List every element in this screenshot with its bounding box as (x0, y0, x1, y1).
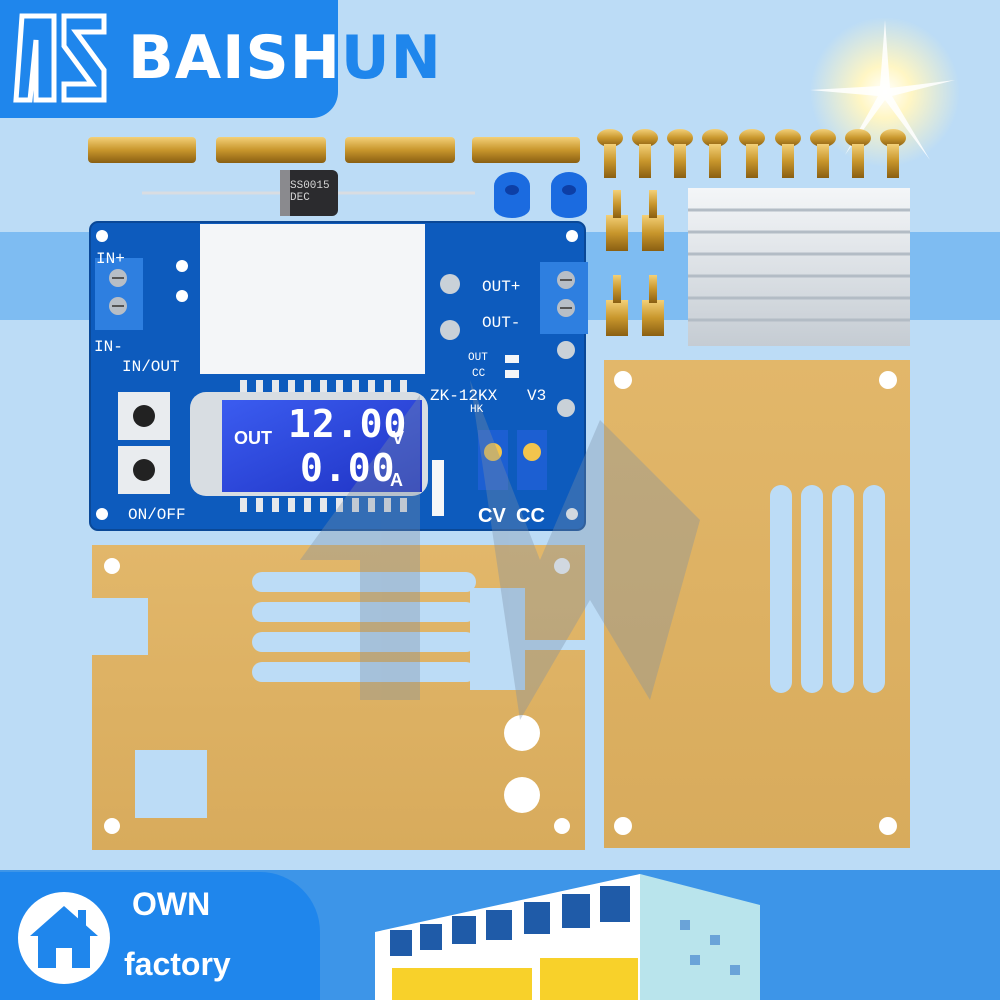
brand-name-part2: UN (340, 23, 442, 93)
label-cv-pot: CV (478, 505, 506, 527)
brand-logo: BAISHUN (0, 0, 445, 118)
potentiometer-knobs (494, 172, 587, 218)
lcd-voltage: 12.00 (288, 402, 408, 446)
label-in-plus: IN+ (96, 250, 125, 268)
brand-watermark (300, 380, 700, 720)
brass-screws (597, 129, 906, 178)
lcd-voltage-unit: V (392, 428, 405, 448)
factory-illustration (375, 874, 760, 1000)
acrylic-panel-right (604, 360, 910, 848)
brass-standoffs (88, 137, 580, 163)
board-maker-mark: HK (470, 404, 484, 416)
as-monogram-icon (13, 13, 107, 103)
lcd-mode-label: OUT (234, 428, 272, 448)
label-out-minus: OUT- (482, 314, 521, 332)
label-in-minus: IN- (94, 338, 123, 356)
label-cc-led: CC (472, 368, 486, 380)
house-icon (18, 892, 110, 984)
badge-line-own: OWN (132, 886, 211, 922)
label-cc-pot: CC (516, 505, 545, 527)
label-in-out: IN/OUT (122, 358, 180, 376)
label-on-off: ON/OFF (128, 506, 186, 524)
hex-posts (606, 190, 664, 336)
own-factory-badge: OWN factory (0, 872, 320, 1000)
lcd-current: 0.00 (300, 446, 396, 490)
diode-marking: SS0015 DEC (290, 180, 330, 204)
brand-name-part1: BAISH (128, 23, 341, 93)
board-model: ZK-12KX (430, 387, 498, 405)
acrylic-panel-bottom (92, 545, 585, 850)
badge-line-factory: factory (124, 946, 231, 982)
brand-name: BAISHUN (128, 22, 442, 94)
diode (142, 170, 475, 216)
board-version: V3 (527, 387, 547, 405)
label-out-plus: OUT+ (482, 278, 521, 296)
sun-flare-icon (810, 17, 960, 167)
heatsink (688, 188, 910, 346)
pcb-board (89, 221, 588, 531)
label-out-led: OUT (468, 352, 488, 364)
lcd-current-unit: A (390, 470, 403, 490)
